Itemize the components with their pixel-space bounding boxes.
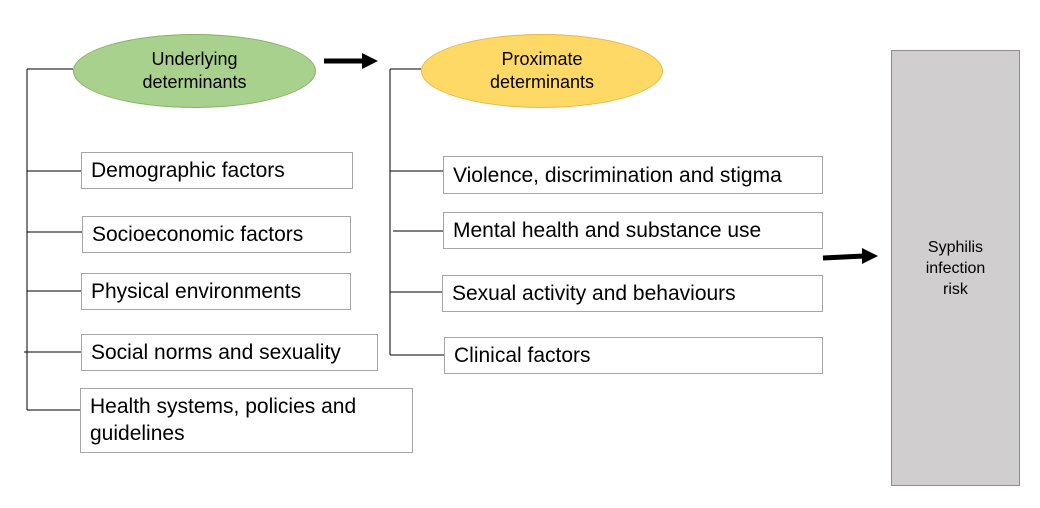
underlying-item-health-systems: Health systems, policies and guidelines	[80, 388, 413, 453]
underlying-determinants-title: Underlying determinants	[142, 49, 247, 92]
proximate-determinants-ellipse: Proximate determinants	[421, 34, 663, 108]
underlying-item-socioeconomic: Socioeconomic factors	[82, 216, 351, 253]
arrow-proximate-to-outcome-head	[862, 248, 878, 264]
proximate-determinants-title: Proximate determinants	[489, 49, 595, 92]
underlying-item-label: Health systems, policies and guidelines	[90, 395, 357, 445]
proximate-item-violence: Violence, discrimination and stigma	[443, 156, 823, 194]
arrow-underlying-to-proximate-head	[362, 53, 378, 69]
proximate-item-label: Violence, discrimination and stigma	[453, 163, 782, 187]
arrow-proximate-to-outcome-shaft	[822, 253, 865, 261]
outcome-label: Syphilis infection risk	[925, 238, 986, 298]
proximate-item-label: Mental health and substance use	[453, 219, 762, 242]
syphilis-infection-risk-box: Syphilis infection risk	[891, 50, 1020, 486]
underlying-item-label: Social norms and sexuality	[91, 341, 341, 364]
underlying-item-label: Socioeconomic factors	[92, 223, 304, 246]
underlying-item-label: Physical environments	[91, 280, 302, 303]
proximate-item-mental-health: Mental health and substance use	[443, 212, 823, 249]
proximate-item-clinical: Clinical factors	[444, 337, 823, 374]
underlying-item-label: Demographic factors	[91, 159, 285, 182]
underlying-item-physical-environments: Physical environments	[81, 273, 351, 310]
proximate-item-sexual-activity: Sexual activity and behaviours	[442, 275, 823, 312]
underlying-item-social-norms: Social norms and sexuality	[81, 334, 378, 371]
proximate-item-label: Clinical factors	[454, 344, 591, 367]
underlying-determinants-ellipse: Underlying determinants	[73, 34, 316, 108]
underlying-item-demographic: Demographic factors	[81, 152, 353, 189]
proximate-item-label: Sexual activity and behaviours	[452, 282, 736, 305]
